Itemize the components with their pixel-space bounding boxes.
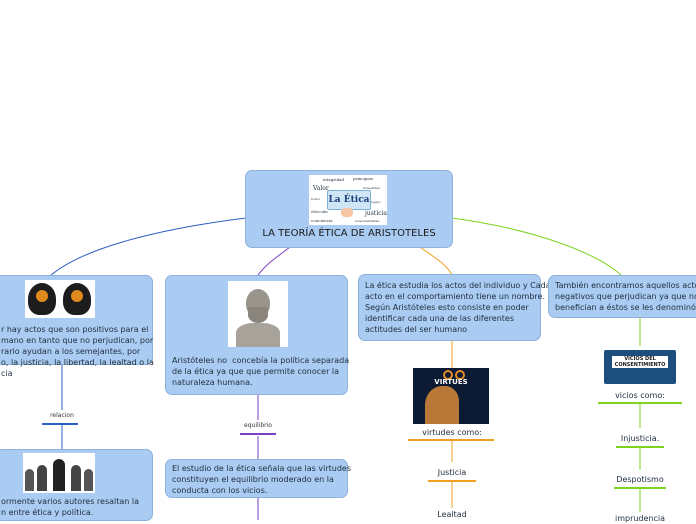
branch3-subtitle: virtudes como: bbox=[422, 428, 482, 437]
aristotle-bust-image bbox=[228, 281, 288, 347]
branch3-text: La ética estudia los actos del individuo… bbox=[365, 281, 551, 334]
branch4-item: Injusticia. bbox=[620, 434, 660, 443]
branch3-item: Lealtad bbox=[437, 510, 467, 519]
word-cloud-word: integridad bbox=[323, 177, 345, 182]
person-silhouette bbox=[71, 465, 81, 491]
person-silhouette bbox=[84, 469, 93, 491]
branch1-child-node[interactable]: ormente varios autores resaltan la n ent… bbox=[0, 449, 153, 521]
person-silhouette bbox=[37, 465, 47, 491]
aristotle-beard bbox=[248, 307, 268, 323]
word-cloud-word: honor bbox=[311, 197, 320, 201]
business-people-image bbox=[23, 453, 95, 493]
book-title-label: VICIOS DEL CONSENTIMIENTO bbox=[612, 356, 668, 368]
person-silhouette bbox=[25, 469, 34, 491]
branch4-item-underline bbox=[616, 446, 664, 448]
aristotle-torso bbox=[236, 323, 280, 347]
branch1-node[interactable]: r hay actos que son positivos para el ma… bbox=[0, 275, 154, 378]
gear-icon bbox=[36, 290, 48, 302]
virtues-image: VIRTUES bbox=[413, 368, 489, 424]
virtues-label: VIRTUES bbox=[434, 378, 468, 386]
branch3-item: Justicia bbox=[437, 468, 467, 477]
branch4-item-underline bbox=[614, 487, 666, 489]
branch2-text: Aristóteles no concebía la política sepa… bbox=[172, 356, 350, 387]
gear-icon bbox=[71, 290, 83, 302]
word-cloud-word: Valor bbox=[313, 185, 329, 192]
person-silhouette bbox=[53, 459, 65, 491]
word-cloud-word: conciencia bbox=[311, 218, 333, 223]
branch1-connector-label: relacion bbox=[50, 412, 74, 419]
gear-icon bbox=[455, 370, 465, 380]
branch2-connector-label: equilibrio bbox=[244, 422, 272, 429]
branch4-subtitle: vicios como: bbox=[615, 391, 665, 400]
branch1-child-text: ormente varios autores resaltan la n ent… bbox=[1, 497, 140, 517]
branch2-child-text: El estudio de la ética señala que las vi… bbox=[172, 464, 351, 495]
branch4-node[interactable]: También encontramos aquellos actos negat… bbox=[548, 275, 696, 318]
branch4-text: También encontramos aquellos actos negat… bbox=[555, 281, 696, 312]
hand-icon bbox=[341, 208, 353, 217]
word-cloud-word: honestidad bbox=[363, 186, 380, 190]
branch4-item: imprudencia bbox=[614, 514, 666, 523]
branch3-node[interactable]: La ética estudia los actos del individuo… bbox=[358, 274, 551, 341]
vices-book-image: VICIOS DEL CONSENTIMIENTO bbox=[602, 346, 678, 388]
branch4-item: Despotismo bbox=[616, 475, 664, 484]
branch3-subtitle-underline bbox=[408, 439, 494, 441]
branch2-connector-underline bbox=[240, 433, 276, 435]
word-cloud-word: elección bbox=[311, 209, 328, 214]
thinking-heads-image bbox=[25, 280, 95, 318]
branch4-subtitle-underline bbox=[598, 402, 682, 404]
word-cloud-word: justicia bbox=[365, 210, 387, 217]
word-cloud-word: respeto bbox=[369, 200, 381, 204]
branch3-item-underline bbox=[428, 480, 476, 482]
gear-icon bbox=[443, 370, 453, 380]
branch2-child-node[interactable]: El estudio de la ética señala que las vi… bbox=[165, 459, 351, 498]
ethics-word-cloud-image: integridad principios Valor honestidad h… bbox=[309, 175, 387, 225]
root-node[interactable]: integridad principios Valor honestidad h… bbox=[245, 170, 453, 248]
head-profile-silhouette bbox=[425, 386, 459, 424]
branch1-connector-underline bbox=[42, 423, 78, 425]
word-cloud-word: principios bbox=[353, 176, 374, 181]
ethics-center-label: La Ética bbox=[327, 190, 371, 210]
word-cloud-word: responsabilidad bbox=[355, 219, 380, 223]
branch1-text: r hay actos que son positivos para el ma… bbox=[1, 325, 154, 378]
root-title: LA TEORÍA ÉTICA DE ARISTOTELES bbox=[262, 228, 436, 239]
branch2-node[interactable]: Aristóteles no concebía la política sepa… bbox=[165, 275, 350, 395]
